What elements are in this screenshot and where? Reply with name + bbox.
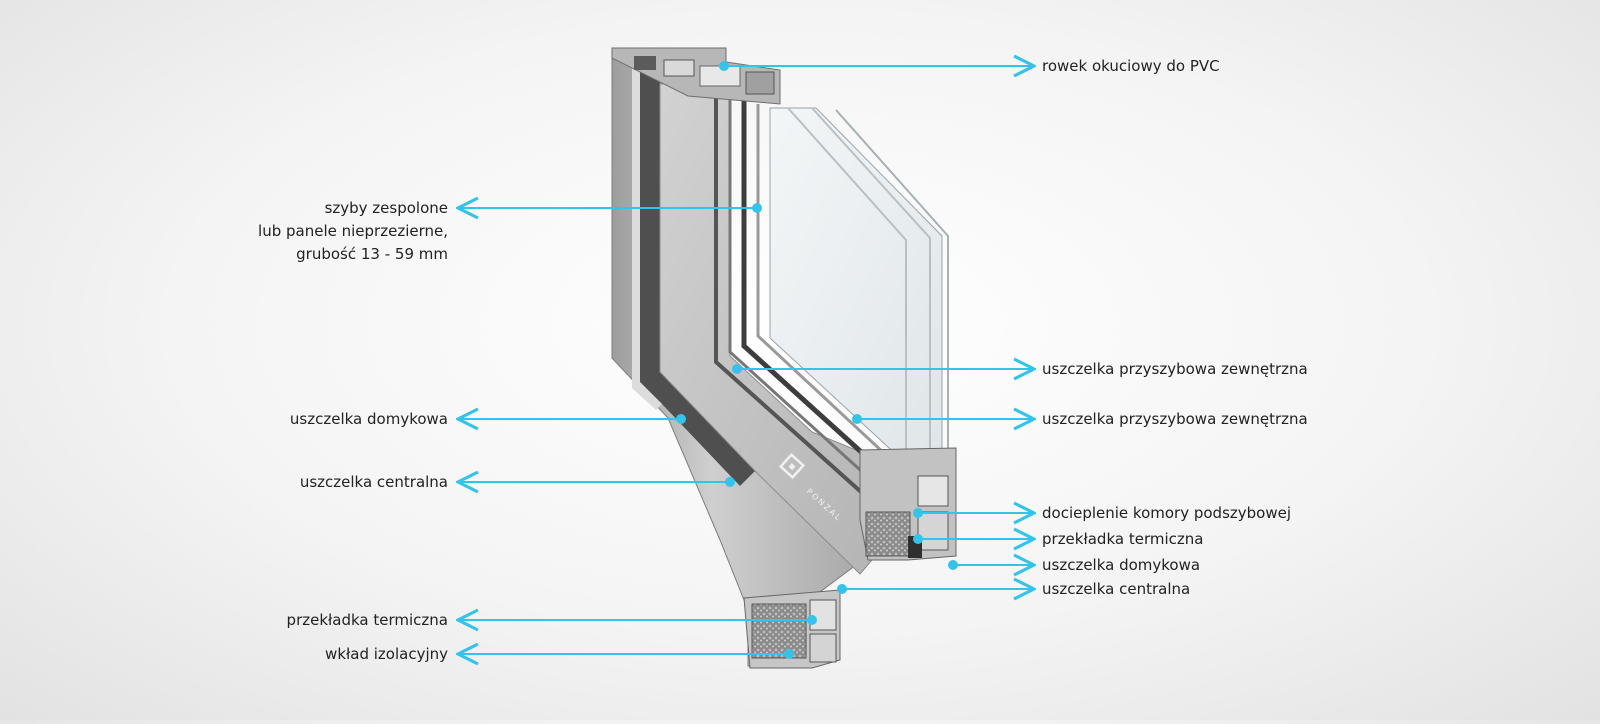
label-szyby: szyby zespolone lub panele nieprzezierne,… xyxy=(258,197,448,266)
frame-channel xyxy=(640,58,756,486)
label-docieplenie: docieplenie komory podszybowej xyxy=(1042,502,1291,525)
label-line: przekładka termiczna xyxy=(1042,530,1204,548)
callout-dot-icon xyxy=(676,414,686,424)
label-wklad: wkład izolacyjny xyxy=(325,643,448,666)
label-uszczelka-centralna-right: uszczelka centralna xyxy=(1042,578,1190,601)
label-uszczelka-domykowa-right: uszczelka domykowa xyxy=(1042,554,1200,577)
label-przekladka-right: przekładka termiczna xyxy=(1042,528,1203,551)
label-line: szyby zespolone xyxy=(324,199,448,217)
label-line: uszczelka centralna xyxy=(299,473,448,491)
label-line: uszczelka przyszybowa zewnętrzna xyxy=(1042,410,1308,428)
callout-dot-icon xyxy=(725,477,735,487)
label-line: lub panele nieprzezierne, xyxy=(258,222,448,240)
callout-dot-icon xyxy=(732,364,742,374)
label-line: docieplenie komory podszybowej xyxy=(1042,504,1292,522)
callout-lines xyxy=(458,61,1034,659)
label-przyszybowa-2: uszczelka przyszybowa zewnętrzna xyxy=(1042,408,1308,431)
label-line: wkład izolacyjny xyxy=(325,645,448,663)
callout-dot-icon xyxy=(852,414,862,424)
label-line: rowek okuciowy do PVC xyxy=(1042,57,1220,75)
frame-channel-highlight xyxy=(632,58,662,410)
label-line: grubość 13 - 59 mm xyxy=(296,245,448,263)
label-line: przekładka termiczna xyxy=(286,611,448,629)
callout-dot-icon xyxy=(913,508,923,518)
callout-dot-icon xyxy=(948,560,958,570)
callout-dot-icon xyxy=(719,61,729,71)
callout-dot-icon xyxy=(837,584,847,594)
callout-dot-icon xyxy=(752,203,762,213)
label-przekladka-left: przekładka termiczna xyxy=(287,609,448,632)
label-line: uszczelka centralna xyxy=(1042,580,1191,598)
callout-dot-icon xyxy=(807,615,817,625)
callout-dot-icon xyxy=(913,534,923,544)
label-line: uszczelka domykowa xyxy=(289,410,448,428)
callout-dot-icon xyxy=(784,649,794,659)
label-rowek: rowek okuciowy do PVC xyxy=(1042,55,1220,78)
label-line: uszczelka domykowa xyxy=(1042,556,1201,574)
label-uszczelka-centralna-left: uszczelka centralna xyxy=(300,471,448,494)
brand-logo-icon xyxy=(778,452,806,480)
label-line: uszczelka przyszybowa zewnętrzna xyxy=(1042,360,1308,378)
label-przyszybowa-1: uszczelka przyszybowa zewnętrzna xyxy=(1042,358,1308,381)
window-frame-illustration: PONZAL xyxy=(611,47,957,669)
label-uszczelka-domykowa-left: uszczelka domykowa xyxy=(290,408,448,431)
